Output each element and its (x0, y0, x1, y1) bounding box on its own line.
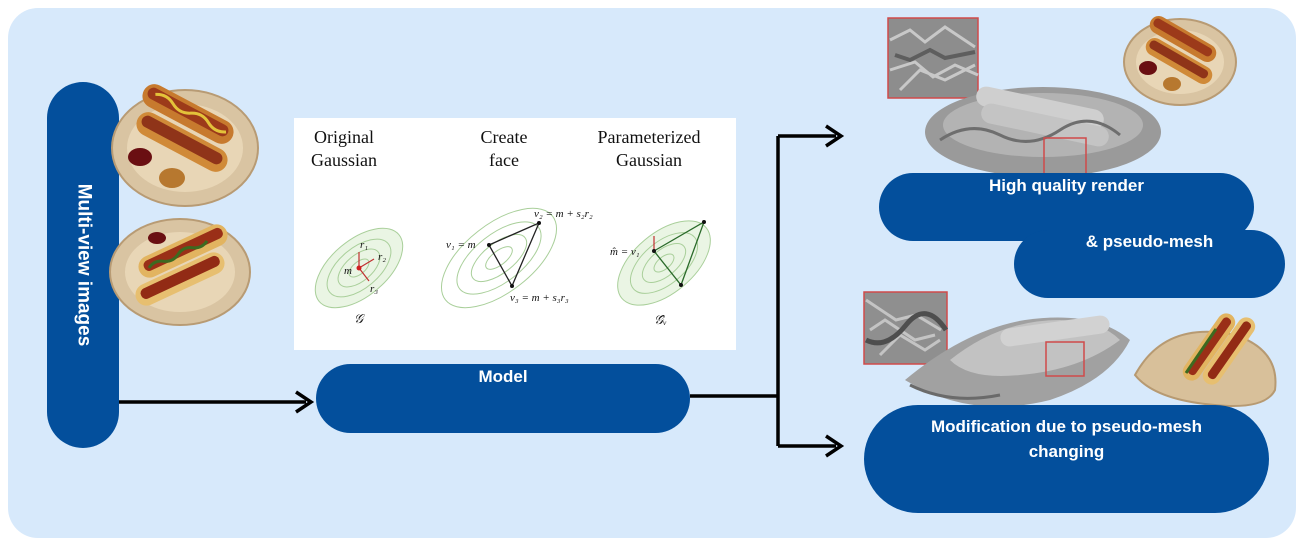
label-r3: r₃ (370, 283, 378, 295)
gaussian-illustration-panel: Original Gaussian Create face Parameteri… (294, 118, 736, 350)
col1-title: Original Gaussian (294, 126, 394, 172)
output-bottom-pill (864, 405, 1269, 513)
arrow-branch (690, 124, 845, 458)
param-v3-point (679, 283, 683, 287)
arrow-to-model (119, 390, 315, 414)
col3-title: Parameterized Gaussian (584, 126, 714, 172)
mean-point (356, 265, 362, 271)
label-r1: r₁ (360, 239, 368, 251)
hotdog-mesh-render-top (925, 86, 1161, 177)
hotdog-plate-image-3 (1123, 16, 1237, 106)
col3-title-line2: Gaussian (616, 150, 682, 170)
v1-point (487, 243, 491, 247)
label-v3: v₃ = m + s₃r₃ (510, 292, 569, 304)
label-m: m (344, 265, 352, 277)
multiview-pill (47, 82, 119, 448)
label-g: 𝒢 (354, 311, 366, 326)
hotdog-plate-image-2 (109, 218, 251, 326)
label-g-hat: 𝒢̂ᵥ (654, 312, 667, 327)
hotdog-mesh-render-bottom (905, 315, 1130, 407)
label-r2: r₂ (378, 251, 386, 263)
face-triangle (488, 221, 541, 288)
zoom-inset-top (887, 17, 979, 99)
col2-title: Create face (449, 126, 559, 172)
v3-point (510, 284, 514, 288)
col1-title-line1: Original (314, 127, 374, 147)
output-bottom-line2: changing (1028, 442, 1105, 461)
hotdog-plate-image-4 (1133, 313, 1277, 407)
output-top-line1: High quality render (989, 176, 1144, 195)
output-top-pill-2 (1014, 230, 1285, 298)
param-v2-point (702, 220, 706, 224)
col2-title-line1: Create (480, 127, 528, 147)
hotdog-plate-image-1 (111, 84, 259, 207)
model-label: Model (478, 367, 528, 386)
gaussian-diagrams: r₁ r₂ r₃ m 𝒢 v₁ = m v₂ = m + s₂r₂ v₃ = m… (314, 207, 711, 327)
output-top-line2: & pseudo-mesh (1085, 232, 1214, 251)
col3-title-line1: Parameterized (597, 127, 701, 147)
label-m-hat: m̂ = v₁ (610, 246, 640, 258)
v2-point (537, 221, 541, 225)
col2-title-line2: face (489, 150, 519, 170)
output-top-pill-1 (879, 173, 1254, 241)
output-bottom-line1: Modification due to pseudo-mesh (930, 417, 1203, 436)
param-v1-point (652, 249, 656, 253)
param-triangle (653, 220, 706, 287)
model-pill (316, 364, 690, 433)
r3-vector (358, 267, 370, 282)
label-v2: v₂ = m + s₂r₂ (534, 208, 593, 220)
col1-title-line2: Gaussian (311, 150, 377, 170)
zoom-inset-bottom (863, 291, 949, 365)
output-bottom-text: Modification due to pseudo-mesh changing (864, 414, 1269, 464)
r2-vector (358, 258, 375, 269)
label-v1: v₁ = m (446, 239, 476, 251)
